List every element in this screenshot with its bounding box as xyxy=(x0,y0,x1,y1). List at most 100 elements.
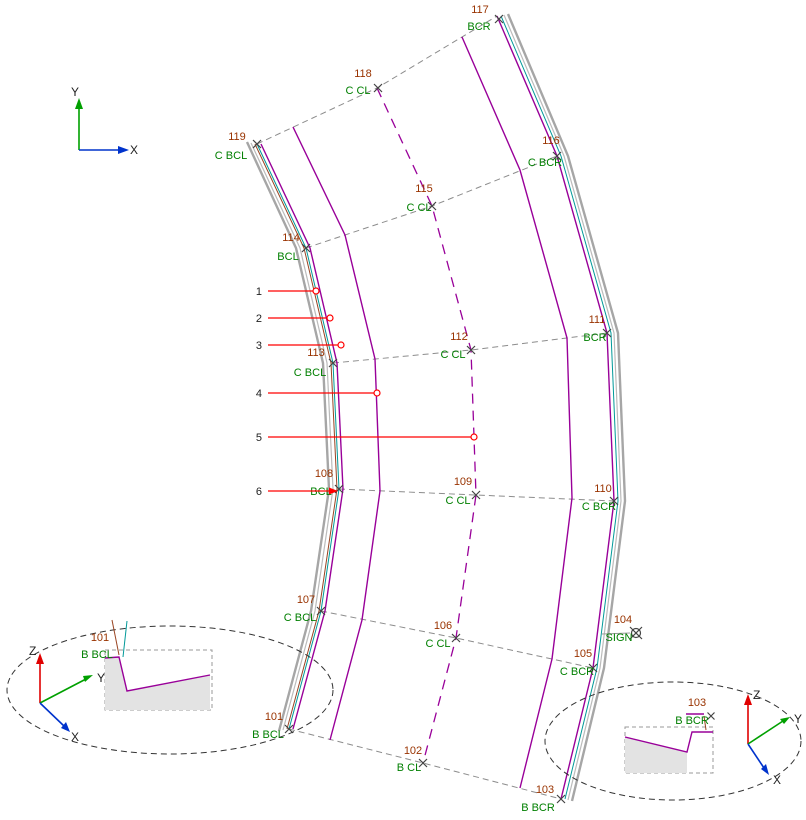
section-endpoint-1[interactable] xyxy=(312,287,320,295)
point-label: BCL xyxy=(310,486,331,498)
right-detail-callout: Z Y X 103 B BCR xyxy=(544,681,802,801)
point-label: C BCL xyxy=(215,150,247,162)
point-marker-103[interactable] xyxy=(556,794,566,804)
section-endpoint-5[interactable] xyxy=(470,433,478,441)
right-detail-axes: Z Y X xyxy=(744,688,802,787)
right-x-axis-arrowhead xyxy=(761,764,769,775)
right-section-profile xyxy=(624,731,713,753)
left-edge-teal-line[interactable] xyxy=(256,143,340,730)
sign-marker-104[interactable] xyxy=(629,626,643,640)
point-label: C CL xyxy=(440,349,465,361)
right-detail-ellipse xyxy=(544,681,802,801)
main-axes: Y X xyxy=(71,85,138,157)
point-label: C BCR xyxy=(528,157,562,169)
point-marker-117[interactable] xyxy=(494,14,504,24)
point-number: 116 xyxy=(542,135,560,147)
right-edge-teal-line[interactable] xyxy=(500,15,619,800)
point-marker-112[interactable] xyxy=(466,345,476,355)
left-detail-ellipse xyxy=(6,625,334,755)
point-marker-114[interactable] xyxy=(301,243,311,253)
point-number: 102 xyxy=(404,745,422,757)
point-number: 109 xyxy=(454,476,472,488)
right-lane-purple-line[interactable] xyxy=(461,36,573,789)
left-detail-callout: Z Y X 101 B BCL xyxy=(6,619,334,755)
left-lane-purple-line[interactable] xyxy=(292,126,381,741)
point-marker-116[interactable] xyxy=(552,151,562,161)
point-label: B BCL xyxy=(252,729,284,741)
left-detail-axes: Z Y X xyxy=(29,644,105,744)
centerline-dashed[interactable] xyxy=(376,87,477,764)
point-marker-113[interactable] xyxy=(328,358,338,368)
x-axis-arrowhead xyxy=(118,146,129,154)
point-number: 106 xyxy=(434,620,452,632)
left-y-axis-arrowhead xyxy=(83,675,93,682)
section-leaders: 1 2 3 4 5 6 xyxy=(256,286,478,498)
point-number: 110 xyxy=(594,483,612,495)
left-section-profile xyxy=(104,656,211,692)
left-detail-point-number: 101 xyxy=(91,632,109,644)
section-arrowhead-6 xyxy=(329,487,338,495)
point-marker-111[interactable] xyxy=(602,328,612,338)
point-number: 105 xyxy=(574,648,592,660)
cross-row-101-102-103[interactable] xyxy=(288,728,562,800)
left-z-axis-arrowhead xyxy=(36,653,44,664)
point-marker-110[interactable] xyxy=(609,496,619,506)
sign-leader-line xyxy=(601,632,631,635)
left-x-axis-label: X xyxy=(71,730,79,744)
point-label: BCR xyxy=(467,21,490,33)
left-edge-gray-outer[interactable] xyxy=(245,141,331,732)
point-number: 119 xyxy=(228,131,246,143)
left-edge-purple-line[interactable] xyxy=(260,143,344,730)
point-number: 114 xyxy=(282,232,300,244)
point-label: BCR xyxy=(583,332,606,344)
point-marker-101[interactable] xyxy=(284,724,294,734)
section-endpoint-4[interactable] xyxy=(373,389,381,397)
right-y-axis-arrowhead xyxy=(780,717,790,724)
y-axis-arrowhead xyxy=(75,98,83,109)
right-section-fill xyxy=(625,737,687,773)
point-number: 107 xyxy=(297,594,315,606)
cross-row-107-106-105[interactable] xyxy=(320,610,594,669)
right-edge-gray-outer[interactable] xyxy=(506,13,627,802)
point-label: C CL xyxy=(445,495,470,507)
left-edge-gray-inner[interactable] xyxy=(250,142,334,731)
left-section-brown-line xyxy=(111,619,120,656)
point-marker-119[interactable] xyxy=(252,139,262,149)
right-z-axis-label: Z xyxy=(753,688,760,702)
right-x-axis-arrow xyxy=(747,743,765,769)
left-detail-point-label: B BCL xyxy=(81,649,113,661)
left-z-axis-label: Z xyxy=(29,644,36,658)
section-label-2: 2 xyxy=(256,313,262,325)
right-edge-gray-inner[interactable] xyxy=(503,14,622,801)
section-label-1: 1 xyxy=(256,286,262,298)
point-marker-102[interactable] xyxy=(418,758,428,768)
cross-row-119-118-117[interactable] xyxy=(256,15,498,145)
point-marker-106[interactable] xyxy=(451,633,461,643)
point-number: 118 xyxy=(354,68,372,80)
cross-row-108-109-110[interactable] xyxy=(338,488,615,502)
point-number: 101 xyxy=(265,711,283,723)
right-y-axis-label: Y xyxy=(794,712,802,726)
point-marker-109[interactable] xyxy=(471,490,481,500)
section-endpoint-2[interactable] xyxy=(326,314,334,322)
point-number: 108 xyxy=(315,468,333,480)
section-endpoint-3[interactable] xyxy=(337,341,345,349)
point-marker-108[interactable] xyxy=(334,484,344,494)
point-label: C BCR xyxy=(582,501,616,513)
point-marker-115[interactable] xyxy=(427,201,437,211)
left-x-axis-arrowhead xyxy=(61,722,70,732)
left-section-fill xyxy=(105,657,210,710)
point-marker-105[interactable] xyxy=(588,663,598,673)
right-edge-purple-line[interactable] xyxy=(496,15,615,800)
point-label: B CL xyxy=(397,762,421,774)
point-marker-107[interactable] xyxy=(316,606,326,616)
point-labels: 117 BCR 118 C CL 119 C BCL 116 C BCR 115… xyxy=(215,4,633,814)
left-edge-brown-line[interactable] xyxy=(254,143,338,730)
point-label: SIGN xyxy=(606,632,633,644)
point-label: BCL xyxy=(277,251,298,263)
point-marker-118[interactable] xyxy=(373,83,383,93)
section-label-5: 5 xyxy=(256,432,262,444)
corridor-lines xyxy=(245,13,627,802)
